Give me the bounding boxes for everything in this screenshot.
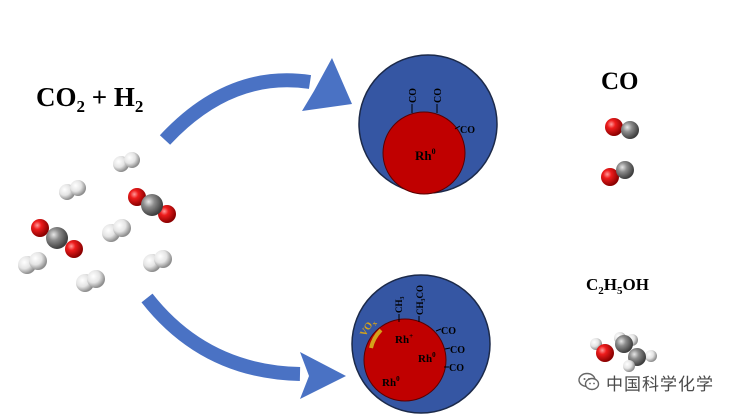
ch3-ligand: CH3 [394,297,406,314]
co-product-label: CO [601,68,639,95]
rh-label: Rh0 [415,147,436,163]
co-ligand: CO [441,326,456,337]
bottom-catalyst: VOx CH3 CH3CO CO CO CO Rh+ Rh0 Rh0 [351,274,491,414]
ch3co-ligand: CH3CO [415,285,427,315]
h2-molecule [143,250,172,272]
rh-particle [363,318,447,402]
co-molecule [601,161,634,186]
h2-molecule [59,180,86,200]
watermark-text: 中国科学化学 [606,374,714,395]
ethanol-molecule [590,332,657,372]
watermark: 中国科学化学 [578,370,714,395]
vox-layer [369,328,383,349]
reactants-label: CO2 + H2 [36,82,143,116]
co-ligand: CO [433,88,444,103]
rh-zero-label: Rh0 [418,351,436,365]
h2-molecule [102,219,131,242]
top-catalyst: Rh0 CO CO CO [358,54,498,195]
h2-molecule [113,152,140,172]
top-arrow [159,58,352,145]
co-molecule [605,118,639,139]
co-ligand: CO [449,363,464,374]
h2-molecule [18,252,47,274]
co-ligand: CO [408,88,419,103]
bottom-arrow [141,293,346,399]
h2-molecule [76,270,105,292]
co2-molecule [31,219,83,258]
rh-zero-label: Rh0 [382,375,400,389]
wechat-icon [578,372,600,391]
rh-plus-label: Rh+ [395,332,413,346]
co2-molecule [128,188,176,223]
rh-particle [382,111,466,195]
co-ligand: CO [450,345,465,356]
ethanol-product-label: C2H5OH [586,275,649,297]
co-ligand: CO [460,125,475,136]
